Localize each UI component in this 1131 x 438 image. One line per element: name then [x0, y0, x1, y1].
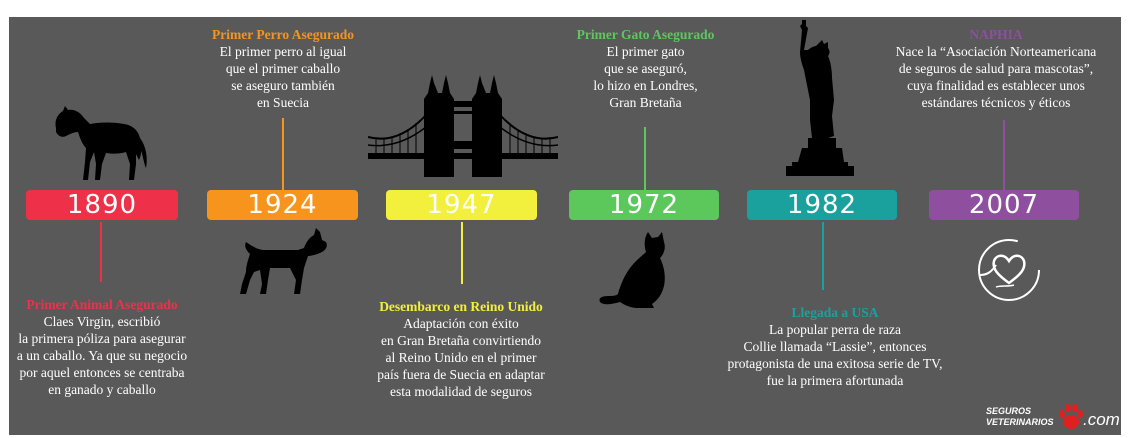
year-box-1890: 1890	[26, 190, 178, 220]
event-line: La popular perra de raza	[769, 322, 901, 337]
event-line: estándares técnicos y éticos	[921, 95, 1071, 110]
timeline-panel	[9, 17, 1121, 435]
year-box-1972: 1972	[569, 190, 719, 220]
event-line: en Gran Bretaña convirtiendo	[380, 333, 542, 348]
event-line: Gran Bretaña	[609, 95, 682, 110]
event-line: que el primer caballo	[225, 61, 341, 76]
event-line: cuya finalidad es establecer unos	[907, 78, 1085, 93]
event-line: Collie llamada “Lassie”, entonces	[743, 339, 927, 354]
event-line: El primer perro al igual	[219, 44, 347, 59]
connector-1982	[822, 222, 824, 290]
event-line: de seguros de salud para mascotas”,	[898, 61, 1094, 76]
event-line: al Reino Unido en el primer	[385, 350, 537, 365]
horse-icon	[55, 106, 147, 180]
event-line: Claes Virgin, escribió	[43, 314, 161, 329]
event-line: la primera póliza para asegurar	[18, 331, 186, 346]
dog-icon	[240, 228, 327, 294]
event-line: Adaptación con éxito	[403, 316, 519, 331]
event-line: en Suecia	[256, 95, 310, 110]
event-line: protagonista de una exitosa serie de TV,	[727, 356, 943, 371]
event-text-1947: Desembarco en Reino Unido Adaptación con…	[356, 298, 566, 400]
event-title: Desembarco en Reino Unido	[379, 299, 543, 314]
tower-bridge-icon	[368, 75, 558, 177]
event-line: en ganado y caballo	[48, 382, 156, 397]
connector-1924	[282, 118, 284, 190]
connector-1972	[644, 127, 646, 190]
event-title: Primer Gato Asegurado	[576, 27, 715, 42]
event-title: Primer Animal Asegurado	[26, 297, 178, 312]
event-text-1890: Primer Animal Asegurado Claes Virgin, es…	[2, 296, 202, 398]
event-line: fue la primera afortunada	[766, 373, 904, 388]
statue-of-liberty-icon	[786, 20, 854, 176]
cat-icon	[599, 232, 665, 308]
pet-heart-icon	[978, 239, 1040, 301]
event-line: país fuera de Suecia en adaptar	[377, 367, 545, 382]
year-box-1924: 1924	[207, 190, 358, 220]
event-line: que se aseguró,	[604, 61, 687, 76]
connector-1890	[100, 222, 102, 282]
event-text-2007: NAPHIA Nace la “Asociación Norteamerican…	[866, 26, 1126, 111]
event-title: Primer Perro Asegurado	[212, 27, 354, 42]
event-text-1924: Primer Perro Asegurado El primer perro a…	[188, 26, 378, 111]
event-line: El primer gato	[606, 44, 685, 59]
logo-line-2: VETERINARIOS	[986, 417, 1054, 427]
connector-1947	[461, 222, 463, 284]
logo-suffix: .com	[1083, 410, 1120, 429]
event-line: Nace la “Asociación Norteamericana	[895, 44, 1097, 59]
event-line: se aseguro también	[231, 78, 335, 93]
logo-line-1: SEGUROS	[986, 406, 1032, 416]
event-text-1982: Llegada a USA La popular perra de raza C…	[710, 304, 960, 389]
event-line: lo hizo en Londres,	[593, 78, 698, 93]
event-title: Llegada a USA	[791, 305, 879, 320]
connector-2007	[1003, 120, 1005, 190]
year-box-2007: 2007	[929, 190, 1079, 220]
event-text-1972: Primer Gato Asegurado El primer gato que…	[553, 26, 738, 111]
event-title: NAPHIA	[969, 27, 1023, 42]
event-line: esta modalidad de seguros	[389, 384, 533, 399]
seguros-veterinarios-logo: SEGUROS VETERINARIOS .com	[984, 398, 1129, 434]
paw-icon	[1059, 404, 1083, 429]
year-box-1947: 1947	[386, 190, 537, 220]
event-line: a un caballo. Ya que su negocio	[16, 348, 188, 363]
event-line: por aquel entonces se centraba	[19, 365, 185, 380]
year-box-1982: 1982	[747, 190, 897, 220]
